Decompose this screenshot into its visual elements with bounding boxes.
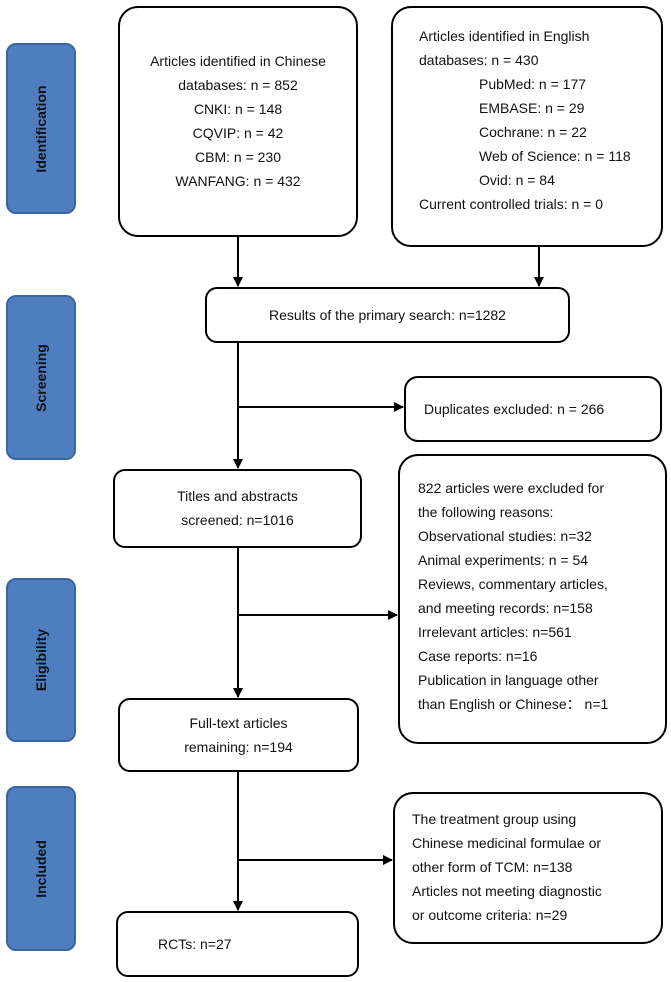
- stage-screening: Screening: [6, 295, 76, 460]
- tcm-line-4: Articles not meeting diagnostic: [412, 883, 602, 899]
- stage-eligibility: Eligibility: [6, 578, 76, 742]
- fulltext-box: Full-text articles remaining: n=194: [118, 698, 359, 772]
- primary-search-label: Results of the primary search: n=1282: [269, 307, 506, 323]
- tcm-line-5: or outcome criteria: n=29: [412, 907, 568, 923]
- excluded-line-case-reports: Case reports: n=16: [418, 648, 538, 664]
- duplicates-label: Duplicates excluded: n = 266: [424, 401, 605, 417]
- excluded-line-language-1: Publication in language other: [418, 672, 599, 688]
- chinese-line-cnki: CNKI: n = 148: [193, 101, 283, 117]
- excluded-line-observational: Observational studies: n=32: [418, 528, 592, 544]
- tcm-line-3: other form of TCM: n=138: [412, 859, 573, 875]
- duplicates-box: Duplicates excluded: n = 266: [404, 376, 662, 442]
- excluded-line-reviews-1: Reviews, commentary articles,: [418, 576, 608, 592]
- english-line-2: databases: n = 430: [419, 52, 539, 68]
- rcts-label: RCTs: n=27: [158, 936, 232, 952]
- english-line-1: Articles identified in English: [419, 28, 590, 44]
- excluded-reasons-box: 822 articles were excluded for the follo…: [398, 454, 667, 744]
- chinese-line-cqvip: CQVIP: n = 42: [192, 125, 284, 141]
- chinese-line-wanfang: WANFANG: n = 432: [175, 173, 301, 189]
- english-line-embase: EMBASE: n = 29: [479, 100, 585, 116]
- english-databases-box: Articles identified in English databases…: [391, 6, 663, 247]
- screened-line-2: screened: n=1016: [181, 512, 294, 528]
- excluded-line-animal: Animal experiments: n = 54: [418, 552, 589, 568]
- english-line-pubmed: PubMed: n = 177: [479, 76, 587, 92]
- tcm-line-2: Chinese medicinal formulae or: [412, 835, 602, 851]
- screened-box: Titles and abstracts screened: n=1016: [113, 469, 362, 548]
- tcm-line-1: The treatment group using: [412, 811, 577, 827]
- chinese-line-cbm: CBM: n = 230: [195, 149, 281, 165]
- screened-line-1: Titles and abstracts: [177, 488, 298, 504]
- fulltext-line-1: Full-text articles: [189, 715, 288, 731]
- tcm-excluded-box: The treatment group using Chinese medici…: [393, 792, 663, 944]
- stage-identification: Identification: [6, 43, 76, 214]
- english-line-cochrane: Cochrane: n = 22: [479, 124, 587, 140]
- excluded-line-reviews-2: and meeting records: n=158: [418, 600, 593, 616]
- chinese-databases-box: Articles identified in Chinese databases…: [118, 6, 358, 237]
- stage-included: Included: [6, 786, 76, 951]
- chinese-line-2: databases: n = 852: [178, 77, 298, 93]
- chinese-line-1: Articles identified in Chinese: [150, 53, 326, 69]
- fulltext-line-2: remaining: n=194: [184, 739, 293, 755]
- excluded-line-1: 822 articles were excluded for: [418, 480, 604, 496]
- rcts-box: RCTs: n=27: [116, 911, 359, 977]
- excluded-line-2: the following reasons:: [418, 504, 554, 520]
- english-line-cct: Current controlled trials: n = 0: [419, 196, 604, 212]
- excluded-line-irrelevant: Irrelevant articles: n=561: [418, 624, 572, 640]
- english-line-wos: Web of Science: n = 118: [479, 148, 631, 164]
- primary-search-box: Results of the primary search: n=1282: [205, 287, 570, 343]
- excluded-line-language-2: than English or Chinese： n=1: [418, 696, 609, 712]
- english-line-ovid: Ovid: n = 84: [479, 172, 555, 188]
